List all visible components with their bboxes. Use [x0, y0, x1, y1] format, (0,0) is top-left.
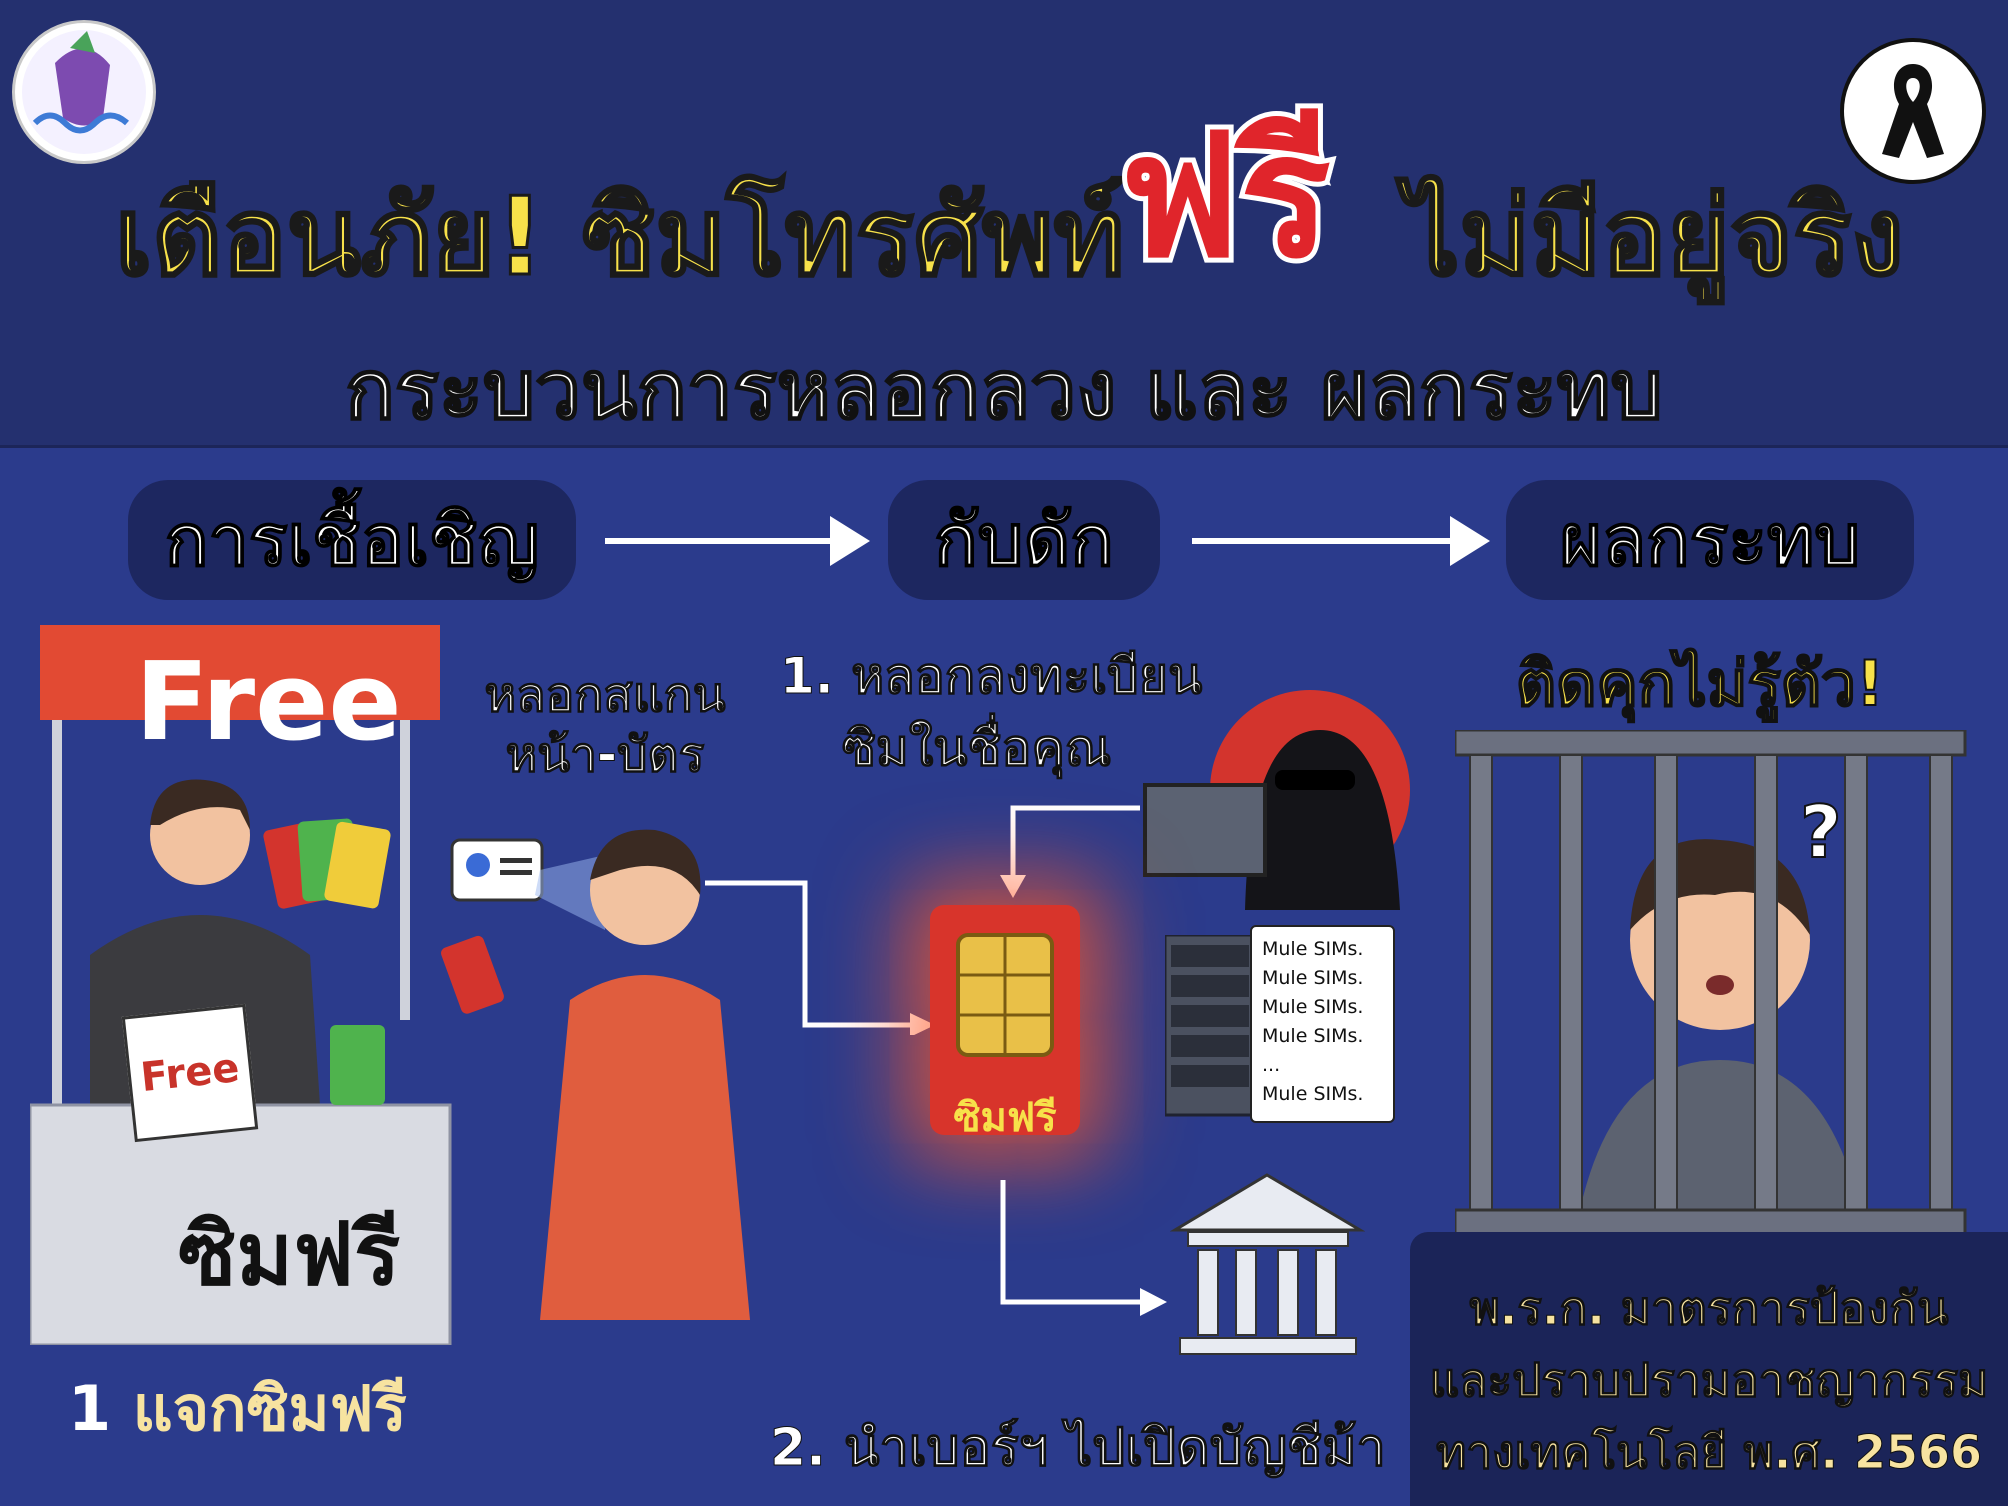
arrow-head-2-icon — [1450, 516, 1490, 566]
scan-id-label: หลอกสแกน หน้า-บัตร — [470, 665, 740, 785]
confused-question-mark: ? — [1799, 789, 1843, 875]
sim-card-label: ซิมฟรี — [953, 1095, 1057, 1141]
law-reference-box: พ.ร.ก. มาตรการป้องกัน และปราบปรามอาชญากร… — [1410, 1232, 2008, 1506]
mule-note-line: Mule SIMs. — [1262, 1083, 1364, 1105]
free-sim-card — [930, 905, 1080, 1135]
register-label: 1. หลอกลงทะเบียน ซิมในชื่อคุณ — [780, 640, 1220, 784]
free-highlight-text: ฟรี — [1119, 98, 1331, 296]
booth-sign-free: Free — [135, 640, 402, 765]
page-subtitle: กระบวนการหลอกลวง และ ผลกระทบ — [344, 342, 1664, 439]
law-line-2: และปราบปรามอาชญากรรม — [1429, 1353, 1989, 1408]
step-one-caption: 1 แจกซิมฟรี — [68, 1360, 407, 1458]
jail-headline: ติดคุกไม่รู้ตัว! — [1515, 646, 1885, 721]
mule-note-line: ... — [1262, 1054, 1281, 1076]
mule-note-line: Mule SIMs. — [1262, 938, 1364, 960]
scan-to-sim-connector — [705, 880, 935, 1035]
header-banner — [0, 0, 2008, 448]
register-label-line-2: ซิมในชื่อคุณ — [842, 719, 1112, 778]
server-rack-icon — [1165, 935, 1257, 1117]
mourning-ribbon-icon — [1840, 38, 1986, 184]
step-trap: กับดัก — [888, 480, 1160, 600]
scan-label-line-2: หน้า-บัตร — [505, 727, 705, 784]
prisoner-behind-bars-illustration — [1455, 730, 1967, 1237]
step-arrow-2 — [1192, 538, 1462, 544]
mule-account-label: 2. นำเบอร์ฯ ไปเปิดบัญชีม้า — [770, 1418, 1387, 1479]
sim-to-bank-connector — [1000, 1180, 1167, 1316]
title-left: เตือนภัย! ซิมโทรศัพท์ — [114, 174, 1127, 302]
step-one-text: แจกซิมฟรี — [132, 1372, 407, 1445]
hacker-illustration — [1143, 690, 1410, 910]
scan-label-line-1: หลอกสแกน — [484, 667, 726, 724]
agency-logo — [12, 20, 156, 164]
booth-counter-text: ซิมฟรี — [178, 1204, 401, 1305]
title-free-highlight: ฟรี — [1070, 70, 1380, 301]
arrow-head-1-icon — [830, 516, 870, 566]
title-right: ไม่มีอยู่จริง — [1404, 174, 1906, 302]
booth-free-card: Free — [121, 1003, 259, 1143]
step-invitation: การเชื้อเชิญ — [128, 480, 576, 600]
law-line-1: พ.ร.ก. มาตรการป้องกัน — [1469, 1281, 1949, 1336]
mule-sims-note: Mule SIMs. Mule SIMs. Mule SIMs. Mule SI… — [1250, 925, 1395, 1123]
bank-building-icon — [1170, 1173, 1365, 1355]
step-impact: ผลกระทบ — [1506, 480, 1914, 600]
hacker-to-sim-connector — [1000, 805, 1140, 898]
mule-note-line: Mule SIMs. — [1262, 967, 1364, 989]
step-arrow-1 — [605, 538, 845, 544]
victim-scanning-id-illustration — [441, 829, 750, 1320]
mule-note-line: Mule SIMs. — [1262, 1025, 1364, 1047]
register-label-line-1: 1. หลอกลงทะเบียน — [780, 647, 1203, 706]
law-line-3: ทางเทคโนโลยี พ.ศ. 2566 — [1436, 1425, 1983, 1480]
step-one-number: 1 — [68, 1372, 112, 1445]
mule-note-line: Mule SIMs. — [1262, 996, 1364, 1018]
